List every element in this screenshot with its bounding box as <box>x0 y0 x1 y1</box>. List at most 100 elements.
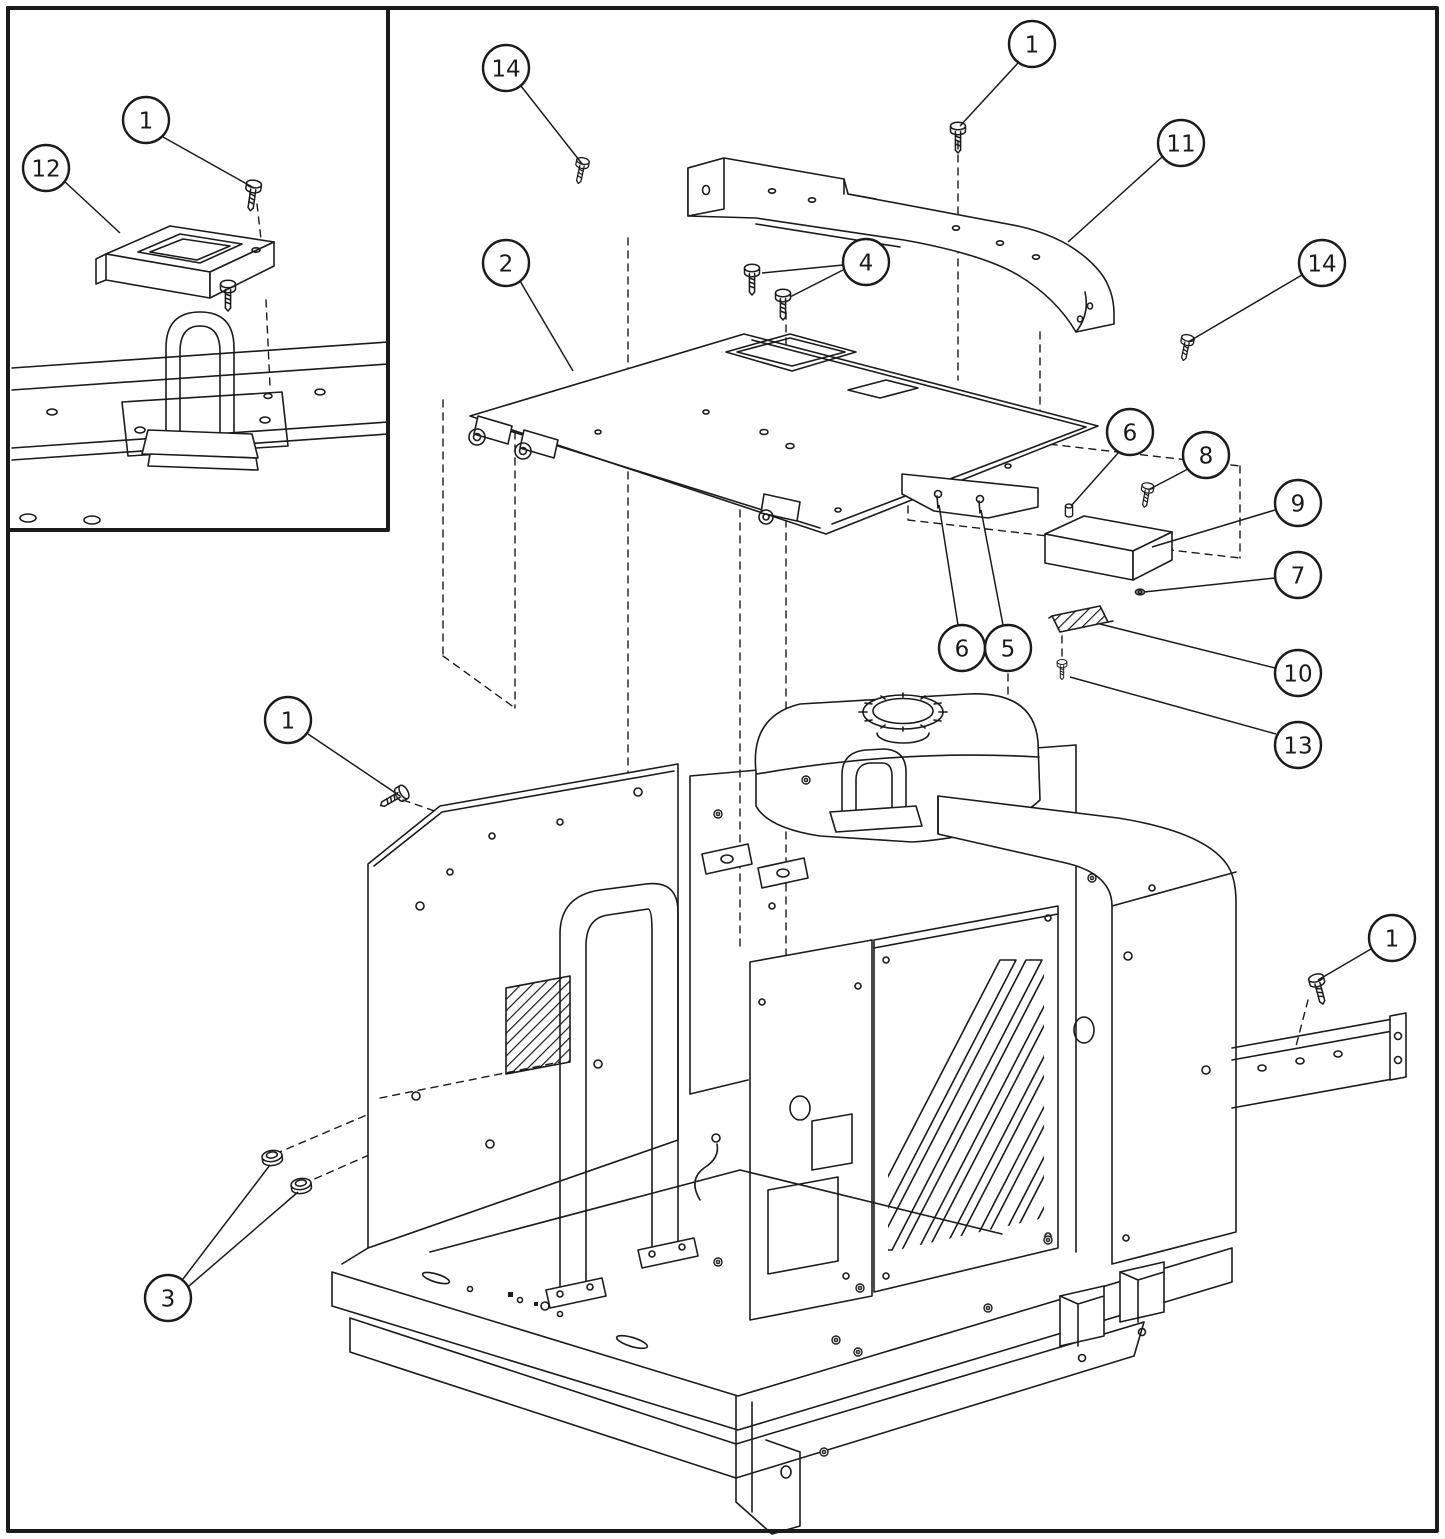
callout-number: 12 <box>31 156 60 182</box>
callout-bubble <box>1156 118 1206 168</box>
inset-lifting-shackle <box>141 311 259 471</box>
callout-leader-line <box>1143 577 1276 593</box>
callout-leader-line <box>1099 623 1276 669</box>
callout-leader-line <box>519 280 574 372</box>
cover-stud-bracket <box>901 473 1039 519</box>
callout-leader-line <box>1151 509 1276 548</box>
callout-bubble <box>21 143 71 193</box>
cover-hinge-loop <box>758 493 801 525</box>
callout-number: 6 <box>1123 420 1138 446</box>
top-cover-panel-part-2 <box>468 333 1099 535</box>
callout-leader-line <box>63 180 121 234</box>
callout-number: 11 <box>1166 131 1195 157</box>
inset-detail-view <box>6 6 390 532</box>
callout-2: 2 <box>481 238 574 372</box>
callout-bubble <box>1273 648 1323 698</box>
callout-1: 1 <box>263 695 401 797</box>
callout-leader-line <box>520 85 584 166</box>
callout-number: 2 <box>499 251 514 277</box>
callout-leader-line <box>162 136 255 189</box>
callout-leader-line <box>1069 676 1277 735</box>
callout-leader-line <box>980 509 1004 626</box>
center-bulkhead <box>689 744 1077 1253</box>
callout-bubble <box>481 238 531 288</box>
callout-number: 7 <box>1291 563 1306 589</box>
callout-5: 5 <box>980 509 1033 673</box>
callout-number: 13 <box>1283 733 1312 759</box>
callout-leader-line <box>761 264 844 274</box>
callout-bubble <box>1273 550 1323 600</box>
callout-number: 1 <box>1025 32 1040 58</box>
inset-cover-box-part-12 <box>95 225 275 299</box>
callout-number: 1 <box>1385 926 1400 952</box>
callout-14: 14 <box>481 43 584 166</box>
callout-bubble <box>1273 720 1323 770</box>
frame-foot-bracket-a <box>1059 1285 1105 1363</box>
callout-14: 14 <box>1187 238 1347 343</box>
right-frame-rail <box>1231 1012 1407 1109</box>
callout-9: 9 <box>1151 478 1323 548</box>
callout-bubble <box>1105 407 1155 457</box>
base-frame <box>331 1133 1233 1535</box>
callout-bubble <box>481 43 531 93</box>
callout-1: 1 <box>959 19 1057 127</box>
callout-number: 4 <box>859 250 874 276</box>
callout-number: 14 <box>491 56 520 82</box>
callout-12: 12 <box>21 143 121 234</box>
callout-leader-line <box>1070 451 1120 507</box>
callout-number: 1 <box>139 108 154 134</box>
hatched-strip-part-10 <box>1048 605 1114 633</box>
callout-leader-line <box>1187 274 1303 343</box>
inset-base-plate <box>11 341 389 525</box>
callout-leader-line <box>1147 468 1189 491</box>
callout-number: 9 <box>1291 491 1306 517</box>
callout-bubble <box>983 623 1033 673</box>
tank-handle <box>829 748 923 833</box>
callout-bubble <box>841 237 891 287</box>
vented-panel <box>873 905 1059 1293</box>
panel-vent-hatch <box>505 975 571 1075</box>
inset-border <box>6 6 390 532</box>
callout-leader-line <box>789 269 844 298</box>
callout-1: 1 <box>121 95 255 189</box>
inset-assembly-axis <box>256 203 271 387</box>
callout-8: 8 <box>1147 430 1231 491</box>
callout-bubble <box>1273 478 1323 528</box>
callout-leader-line <box>307 733 401 797</box>
callout-bubble <box>143 1273 193 1323</box>
callout-leader-line <box>182 1164 271 1280</box>
callout-number: 10 <box>1283 661 1312 687</box>
callout-3: 3 <box>143 1164 299 1323</box>
callout-number: 14 <box>1307 251 1336 277</box>
front-center-panel <box>749 939 873 1321</box>
filler-cap <box>858 692 948 744</box>
callout-number: 1 <box>281 708 296 734</box>
callout-leader-line <box>1067 156 1163 243</box>
roll-bar <box>545 882 699 1309</box>
frame-foot-bracket-b <box>1119 1261 1165 1337</box>
callout-number: 6 <box>955 636 970 662</box>
callout-leader-line <box>959 62 1019 127</box>
callout-6: 6 <box>1070 407 1155 507</box>
cover-hinge-tabs <box>468 415 559 460</box>
callout-13: 13 <box>1069 676 1323 770</box>
callout-bubble <box>121 95 171 145</box>
callout-10: 10 <box>1099 623 1323 698</box>
right-cover-panel <box>937 795 1237 1265</box>
callout-leader-line <box>1317 948 1372 981</box>
callout-number: 5 <box>1001 636 1016 662</box>
callout-leader-line <box>938 504 959 626</box>
callout-1: 1 <box>1317 913 1417 981</box>
page-border <box>6 6 1439 1533</box>
callout-number: 8 <box>1199 443 1214 469</box>
callout-bubble <box>1367 913 1417 963</box>
callout-bubble <box>1181 430 1231 480</box>
callout-number: 3 <box>161 1286 176 1312</box>
callout-7: 7 <box>1143 550 1323 600</box>
callout-leader-line <box>188 1191 299 1287</box>
chassis-assembly <box>331 692 1407 1535</box>
